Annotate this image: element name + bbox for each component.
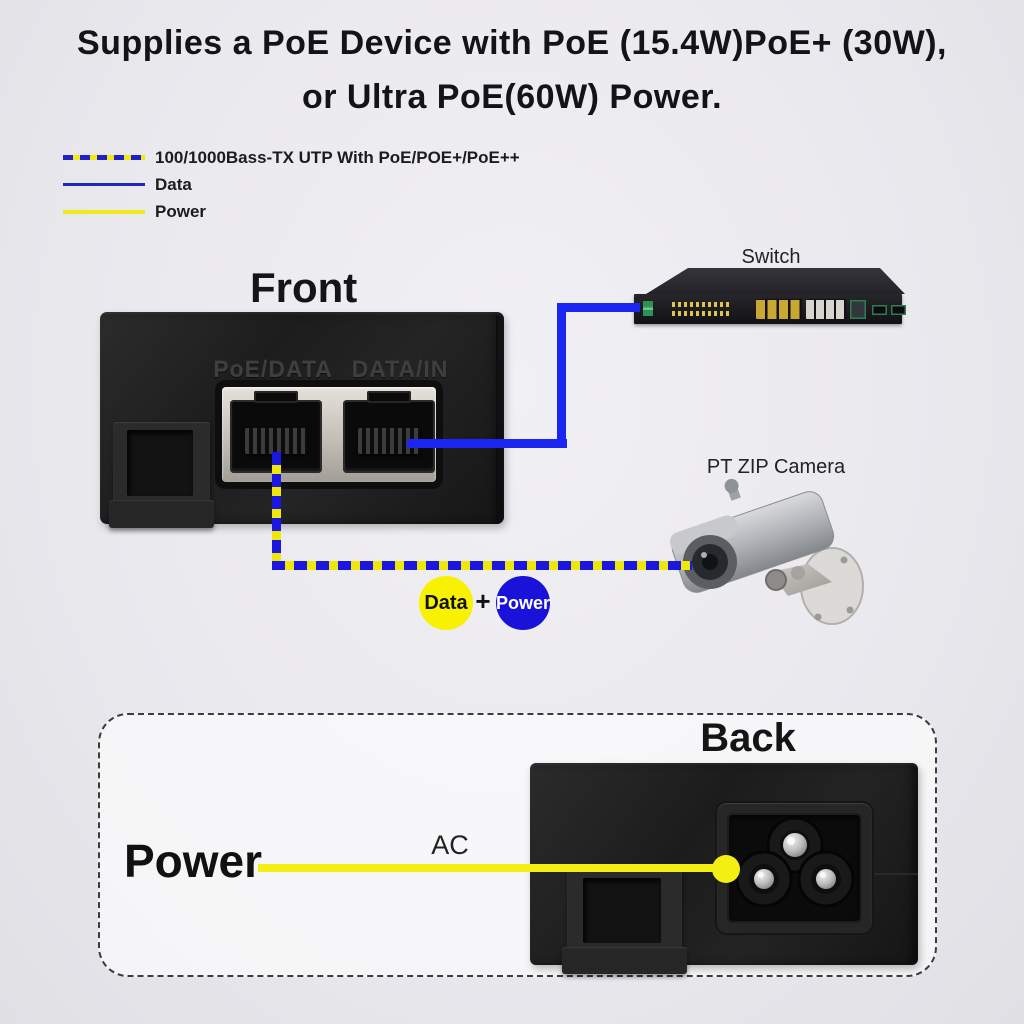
switch-ports xyxy=(806,299,846,319)
mounting-bracket-back xyxy=(562,870,687,974)
data-line-horizontal-upper xyxy=(557,303,640,312)
port-label-data-in: DATA/IN xyxy=(351,356,449,382)
switch-front-face xyxy=(634,294,906,324)
front-section-label: Front xyxy=(250,264,358,311)
port-label-poe-data: PoE/DATA xyxy=(213,356,333,382)
switch-led-row xyxy=(672,311,732,316)
poe-injector-front: PoE/DATA DATA/IN xyxy=(98,310,510,528)
injector-back-seam xyxy=(870,873,918,875)
rj45-port-plate xyxy=(222,387,436,482)
switch-sfp-slot xyxy=(891,305,906,315)
back-section-label: Back xyxy=(700,716,796,760)
switch-top-face xyxy=(646,268,905,294)
title-line-1: Supplies a PoE Device with PoE (15.4W)Po… xyxy=(77,24,947,62)
switch-poe-ports xyxy=(756,299,802,319)
title-line-2: or Ultra PoE(60W) Power. xyxy=(301,78,723,116)
power-badge: Power xyxy=(496,576,550,630)
camera-label: PT ZIP Camera xyxy=(706,456,846,478)
utp-line-swatch-icon xyxy=(63,155,145,160)
data-line-swatch-icon xyxy=(63,183,145,186)
ac-label: AC xyxy=(431,830,469,860)
power-label: Power xyxy=(124,835,263,887)
camera-illustration xyxy=(669,478,864,625)
utp-line-horizontal xyxy=(272,561,692,570)
legend: 100/1000Bass-TX UTP With PoE/POE+/PoE++ … xyxy=(63,144,520,225)
legend-row-power: Power xyxy=(63,198,520,225)
rj45-port-data-in xyxy=(343,391,435,473)
rj45-port-poe-data xyxy=(230,391,322,473)
power-line xyxy=(258,864,728,872)
utp-line-vertical xyxy=(272,452,281,570)
data-badge: Data xyxy=(419,576,473,630)
switch-uplink-ports xyxy=(850,300,866,319)
legend-label-utp: 100/1000Bass-TX UTP With PoE/POE+/PoE++ xyxy=(155,147,520,167)
switch-label: Switch xyxy=(741,246,801,268)
ac-inlet-recess xyxy=(717,803,872,933)
legend-label-power: Power xyxy=(155,201,207,221)
mounting-bracket xyxy=(109,422,214,528)
switch-sfp-slot xyxy=(872,305,887,315)
data-line-vertical xyxy=(557,303,566,448)
power-line-endpoint-dot xyxy=(712,855,740,883)
legend-label-data: Data xyxy=(155,174,192,194)
injector-front-seam xyxy=(496,316,498,520)
switch-led-row xyxy=(672,302,732,307)
plus-sign: + xyxy=(475,586,491,616)
switch-logo xyxy=(643,301,653,316)
ac-c6-connector xyxy=(735,816,855,908)
data-line-horizontal-lower xyxy=(407,439,567,448)
camera-mount-arm xyxy=(770,564,832,596)
switch-illustration xyxy=(630,268,906,326)
power-line-swatch-icon xyxy=(63,209,145,214)
legend-row-utp: 100/1000Bass-TX UTP With PoE/POE+/PoE++ xyxy=(63,144,520,171)
legend-row-data: Data xyxy=(63,171,520,198)
